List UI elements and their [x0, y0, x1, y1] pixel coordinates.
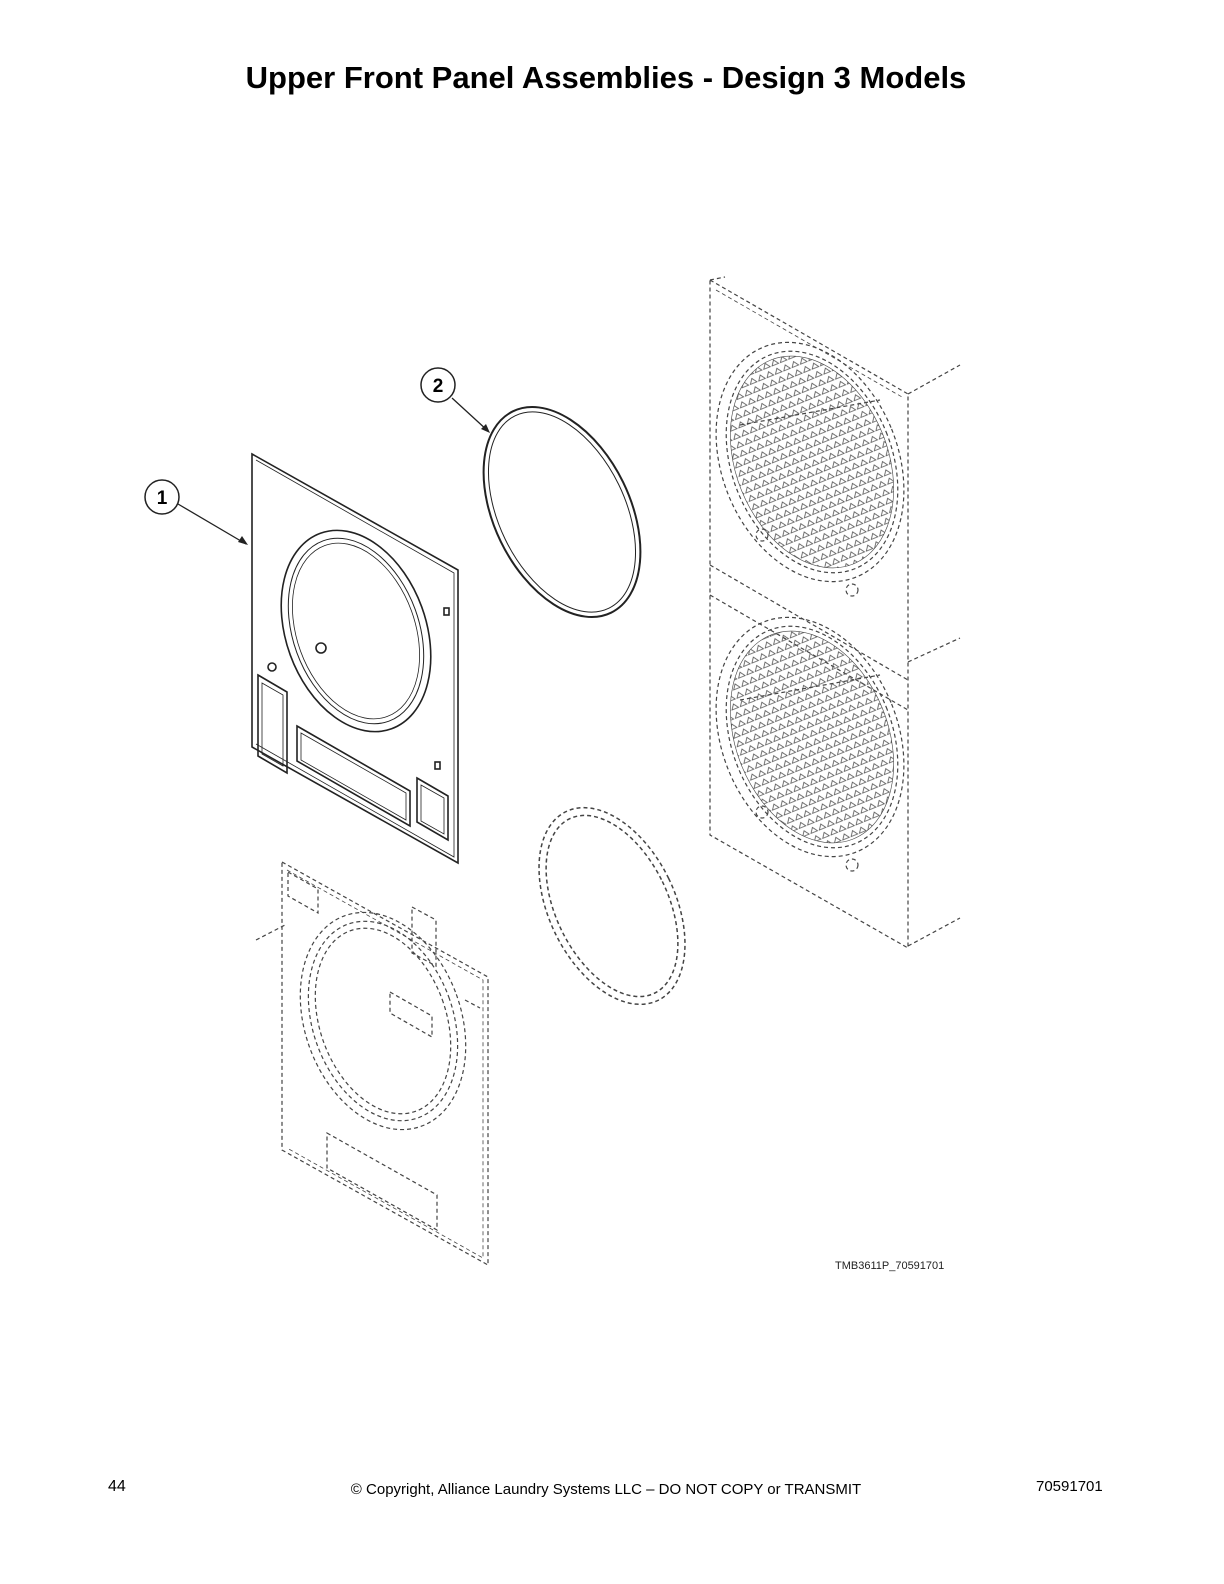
rear-panel-ghost: [255, 860, 489, 1267]
copyright-notice: © Copyright, Alliance Laundry Systems LL…: [350, 1481, 862, 1498]
document-number: 70591701: [1036, 1478, 1103, 1495]
page-title: Upper Front Panel Assemblies - Design 3 …: [245, 60, 967, 95]
callout-1-label: 1: [157, 488, 168, 509]
callout-2: 2: [420, 367, 490, 433]
gasket-ring-part: [482, 406, 642, 618]
page-number: 44: [108, 1478, 126, 1495]
figure-id: TMB3611P_70591701: [835, 1260, 945, 1272]
callout-2-label: 2: [433, 376, 444, 397]
ghost-gasket-ring: [538, 806, 686, 1006]
front-panel-part: [251, 452, 459, 865]
dryer-cabinet-ghost: [709, 276, 961, 950]
callout-1: 1: [144, 479, 248, 545]
